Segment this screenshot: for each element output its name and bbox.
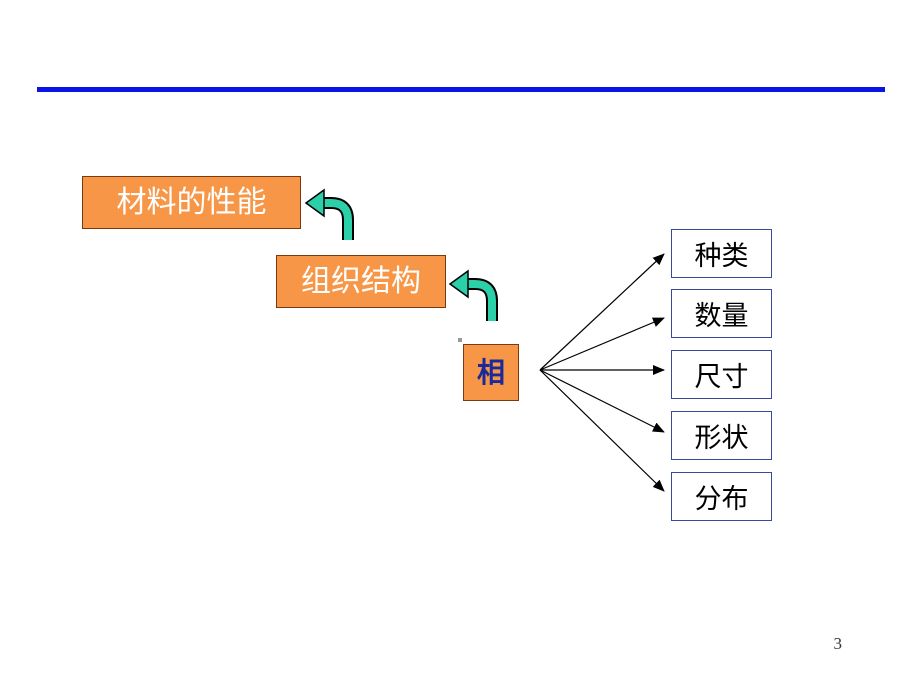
phase-box: 相 <box>463 344 519 401</box>
page-number: 3 <box>833 634 843 653</box>
attribute-box-size: 尺寸 <box>671 350 772 399</box>
arrow-to-type <box>539 253 665 371</box>
title-rule <box>37 87 885 92</box>
microstructure-box: 组织结构 <box>276 255 446 308</box>
attribute-box-quantity: 数量 <box>671 289 772 338</box>
attribute-box-distribution: 分布 <box>671 472 772 521</box>
marker-dot <box>458 338 462 342</box>
attribute-box-type: 种类 <box>671 229 772 278</box>
curved-arrow-top-icon <box>304 188 354 240</box>
curved-arrow-middle-icon <box>448 269 498 321</box>
attribute-box-shape: 形状 <box>671 411 772 460</box>
arrow-to-shape <box>539 369 665 433</box>
material-properties-box: 材料的性能 <box>82 176 301 229</box>
arrow-to-quantity <box>539 317 665 371</box>
arrow-to-distribution <box>539 369 665 492</box>
